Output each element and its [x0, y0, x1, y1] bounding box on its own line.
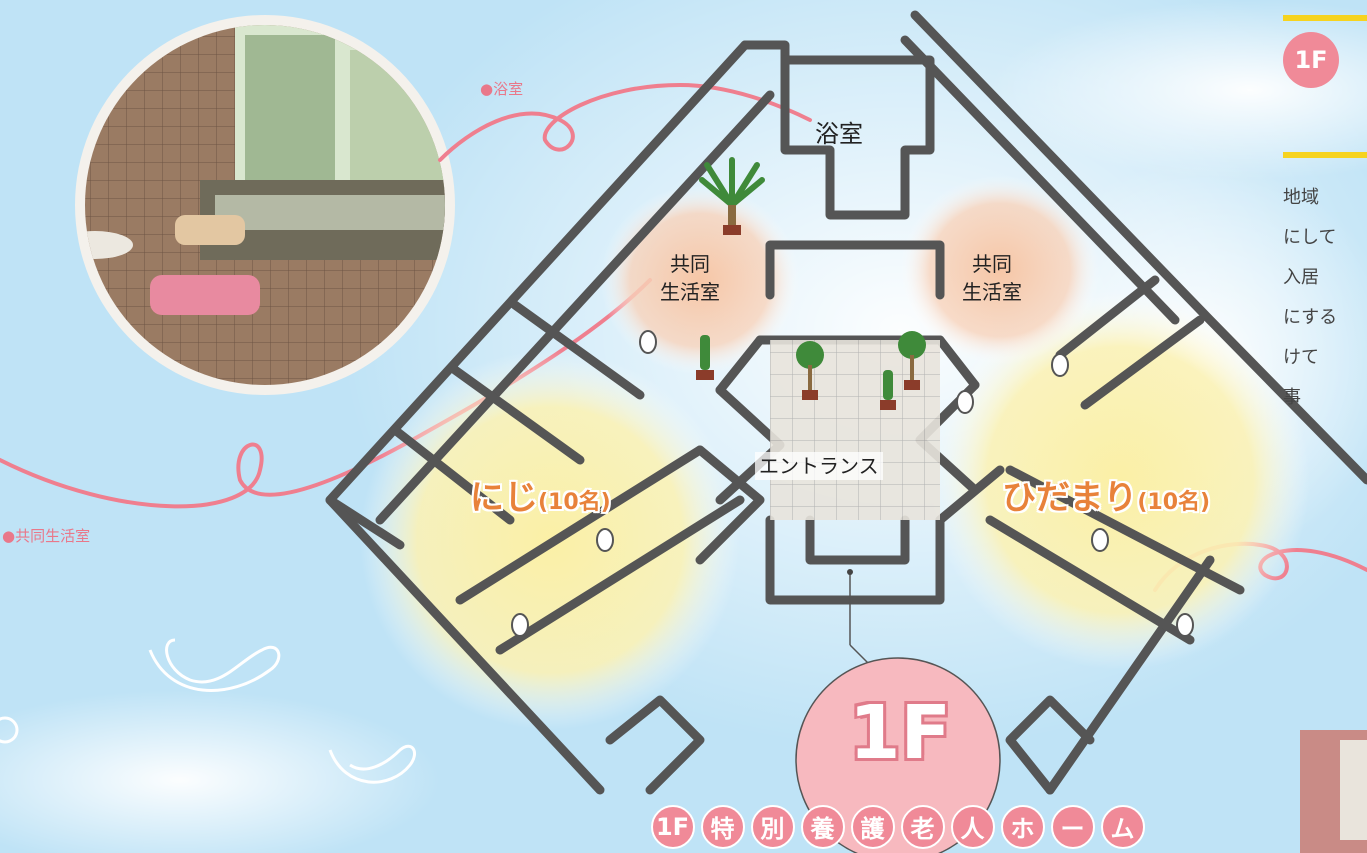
unit-name-niji: にじ — [470, 478, 538, 518]
banner-char: ー — [1050, 804, 1095, 849]
unit-label-niji: にじ(10名) — [470, 470, 611, 519]
plant-icon — [696, 157, 926, 410]
toilet-icon — [511, 330, 1194, 637]
living-photo-caption: ●共同生活室 — [2, 527, 91, 545]
room-label-living-left: 共同 生活室 — [660, 252, 720, 304]
unit-count-hidamari: (10名) — [1137, 490, 1211, 515]
room-label-entrance: エントランス — [755, 452, 883, 480]
room-label-bath: 浴室 — [815, 120, 863, 148]
room-label-living-right: 共同 生活室 — [962, 252, 1022, 304]
banner-char: 別 — [750, 804, 795, 849]
unit-name-hidamari: ひだまり — [1002, 478, 1138, 518]
banner-char: ム — [1100, 804, 1145, 849]
banner-char: 老 — [900, 804, 945, 849]
bath-photo — [75, 15, 455, 395]
banner-char: 養 — [800, 804, 845, 849]
unit-label-hidamari: ひだまり(10名) — [1002, 470, 1210, 519]
floor-badge: 1F — [848, 690, 952, 776]
banner-char: 護 — [850, 804, 895, 849]
banner-char: ホ — [1000, 804, 1045, 849]
banner-char: 人 — [950, 804, 995, 849]
bath-photo-caption: ●浴室 — [480, 80, 524, 98]
side-floor-badge: 1F — [1283, 32, 1339, 88]
bird-icon — [0, 638, 416, 784]
banner-char: 特 — [700, 804, 745, 849]
side-description-text: 地域 にして 入居 にする けて 事 — [1283, 187, 1338, 408]
banner-char: 1F — [650, 804, 695, 849]
unit-count-niji: (10名) — [538, 490, 611, 515]
